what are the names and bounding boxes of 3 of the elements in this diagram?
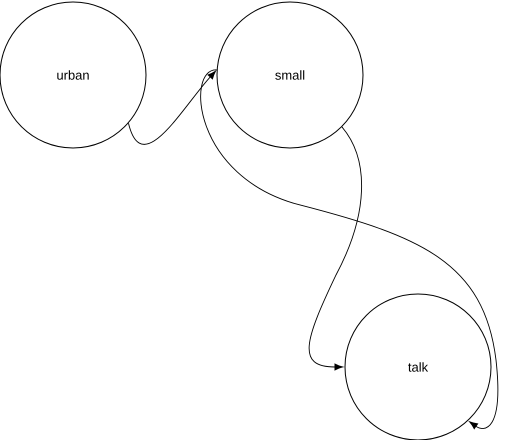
arrow: [200, 69, 498, 430]
arrow: [128, 70, 216, 145]
arrow: [308, 126, 362, 370]
